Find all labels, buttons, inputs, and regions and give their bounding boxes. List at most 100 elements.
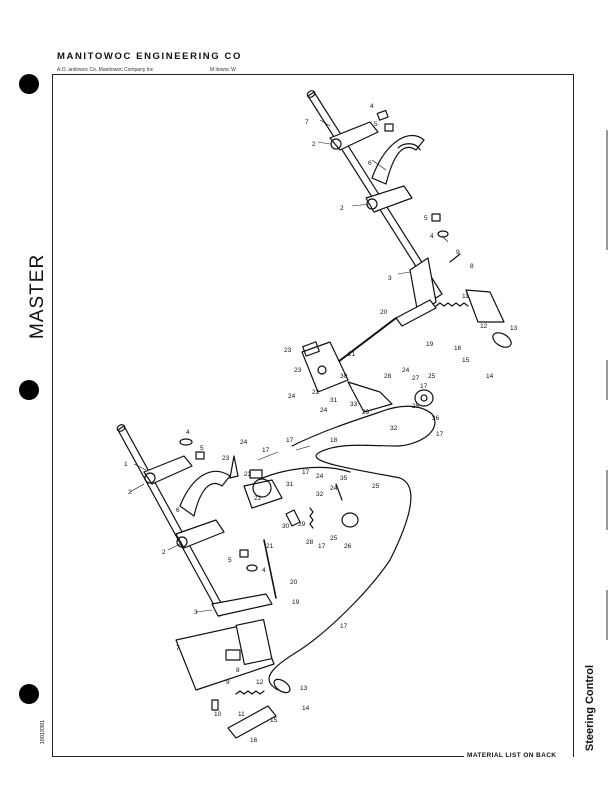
svg-text:29: 29 <box>298 521 306 528</box>
svg-text:25: 25 <box>330 535 338 542</box>
wheel-26 <box>414 389 434 407</box>
lower-yoke <box>179 470 231 517</box>
rod-21 <box>329 317 397 369</box>
svg-text:31: 31 <box>286 481 294 488</box>
svg-text:4: 4 <box>262 567 266 574</box>
edge-mark <box>606 590 608 640</box>
binder-hole-middle <box>19 380 39 400</box>
svg-text:24: 24 <box>402 367 410 374</box>
svg-text:23: 23 <box>294 367 302 374</box>
svg-text:28: 28 <box>306 539 314 546</box>
rod-35 <box>335 483 343 501</box>
svg-text:30: 30 <box>282 523 290 530</box>
svg-text:26: 26 <box>432 415 440 422</box>
valve-port <box>317 365 327 375</box>
svg-text:29: 29 <box>362 409 370 416</box>
spring-11 <box>435 302 469 307</box>
svg-text:2: 2 <box>128 489 132 496</box>
lower-arm <box>143 455 193 485</box>
svg-text:27: 27 <box>412 375 420 382</box>
svg-text:10: 10 <box>214 711 222 718</box>
spring-32 <box>309 507 314 529</box>
upper-yoke <box>371 135 425 185</box>
svg-text:25: 25 <box>412 403 420 410</box>
svg-text:9: 9 <box>226 679 230 686</box>
svg-text:24: 24 <box>316 473 324 480</box>
svg-text:13: 13 <box>510 325 518 332</box>
upper-arm <box>329 121 379 151</box>
svg-text:24: 24 <box>240 439 248 446</box>
svg-text:17: 17 <box>318 543 326 550</box>
material-list-note: MATERIAL LIST ON BACK <box>467 752 557 759</box>
lower-shaft-end <box>116 424 126 432</box>
company-name: MANITOWOC ENGINEERING CO <box>57 51 242 62</box>
svg-text:12: 12 <box>480 323 488 330</box>
frame-bottom-rule <box>52 756 464 757</box>
center-linkage <box>347 381 393 413</box>
svg-text:17: 17 <box>340 623 348 630</box>
svg-text:30: 30 <box>340 373 348 380</box>
svg-text:24: 24 <box>288 393 296 400</box>
svg-text:5: 5 <box>228 557 232 564</box>
svg-text:22: 22 <box>312 389 320 396</box>
svg-text:4: 4 <box>430 233 434 240</box>
svg-text:25: 25 <box>372 483 380 490</box>
binder-hole-top <box>19 74 39 94</box>
svg-text:19: 19 <box>292 599 300 606</box>
upper-collar-2 <box>366 198 378 210</box>
svg-text:3: 3 <box>388 275 392 282</box>
shaft-end <box>306 90 316 98</box>
svg-text:1: 1 <box>124 461 128 468</box>
edge-mark <box>606 130 608 250</box>
svg-text:23: 23 <box>284 347 292 354</box>
svg-text:32: 32 <box>316 491 324 498</box>
svg-text:20: 20 <box>290 579 298 586</box>
svg-text:8: 8 <box>470 263 474 270</box>
lower-collar-2 <box>176 536 188 548</box>
svg-text:8: 8 <box>236 667 240 674</box>
svg-text:13: 13 <box>300 685 308 692</box>
svg-text:2: 2 <box>312 141 316 148</box>
svg-text:22: 22 <box>254 495 262 502</box>
svg-text:17: 17 <box>286 437 294 444</box>
svg-text:5: 5 <box>424 215 428 222</box>
svg-text:25: 25 <box>428 373 436 380</box>
lower-arm-2 <box>175 519 225 549</box>
upper-arm-2 <box>365 185 413 213</box>
lower-shaft <box>117 425 227 617</box>
svg-text:17: 17 <box>302 469 310 476</box>
lower-collar <box>144 472 156 484</box>
svg-text:7: 7 <box>305 119 309 126</box>
lower-washer-4 <box>179 438 193 446</box>
svg-text:6: 6 <box>368 160 372 167</box>
svg-text:3: 3 <box>194 609 198 616</box>
valve-22-lower <box>243 479 283 509</box>
svg-text:2: 2 <box>162 549 166 556</box>
svg-text:28: 28 <box>384 373 392 380</box>
valve-cap-23b <box>249 469 263 479</box>
cable-17b <box>257 466 351 481</box>
upper-link-bracket <box>465 289 505 323</box>
header-reference-line-2: M itowoc W <box>210 67 236 73</box>
svg-text:17: 17 <box>262 447 270 454</box>
svg-text:32: 32 <box>390 425 398 432</box>
svg-text:21: 21 <box>266 543 274 550</box>
svg-text:33: 33 <box>350 401 358 408</box>
lower-pivot <box>211 593 273 617</box>
edge-mark <box>606 470 608 530</box>
frame-top-rule <box>52 74 574 75</box>
svg-text:15: 15 <box>462 357 470 364</box>
svg-text:12: 12 <box>256 679 264 686</box>
upper-block-5 <box>384 123 394 132</box>
small-bolt-10 <box>211 699 219 711</box>
svg-text:17: 17 <box>436 431 444 438</box>
upper-block-5b <box>431 213 441 222</box>
svg-text:9: 9 <box>456 249 460 256</box>
binder-hole-bottom <box>19 684 39 704</box>
svg-text:23: 23 <box>222 455 230 462</box>
mount-washer <box>273 678 291 694</box>
svg-text:16: 16 <box>250 737 258 744</box>
svg-text:17: 17 <box>420 383 428 390</box>
